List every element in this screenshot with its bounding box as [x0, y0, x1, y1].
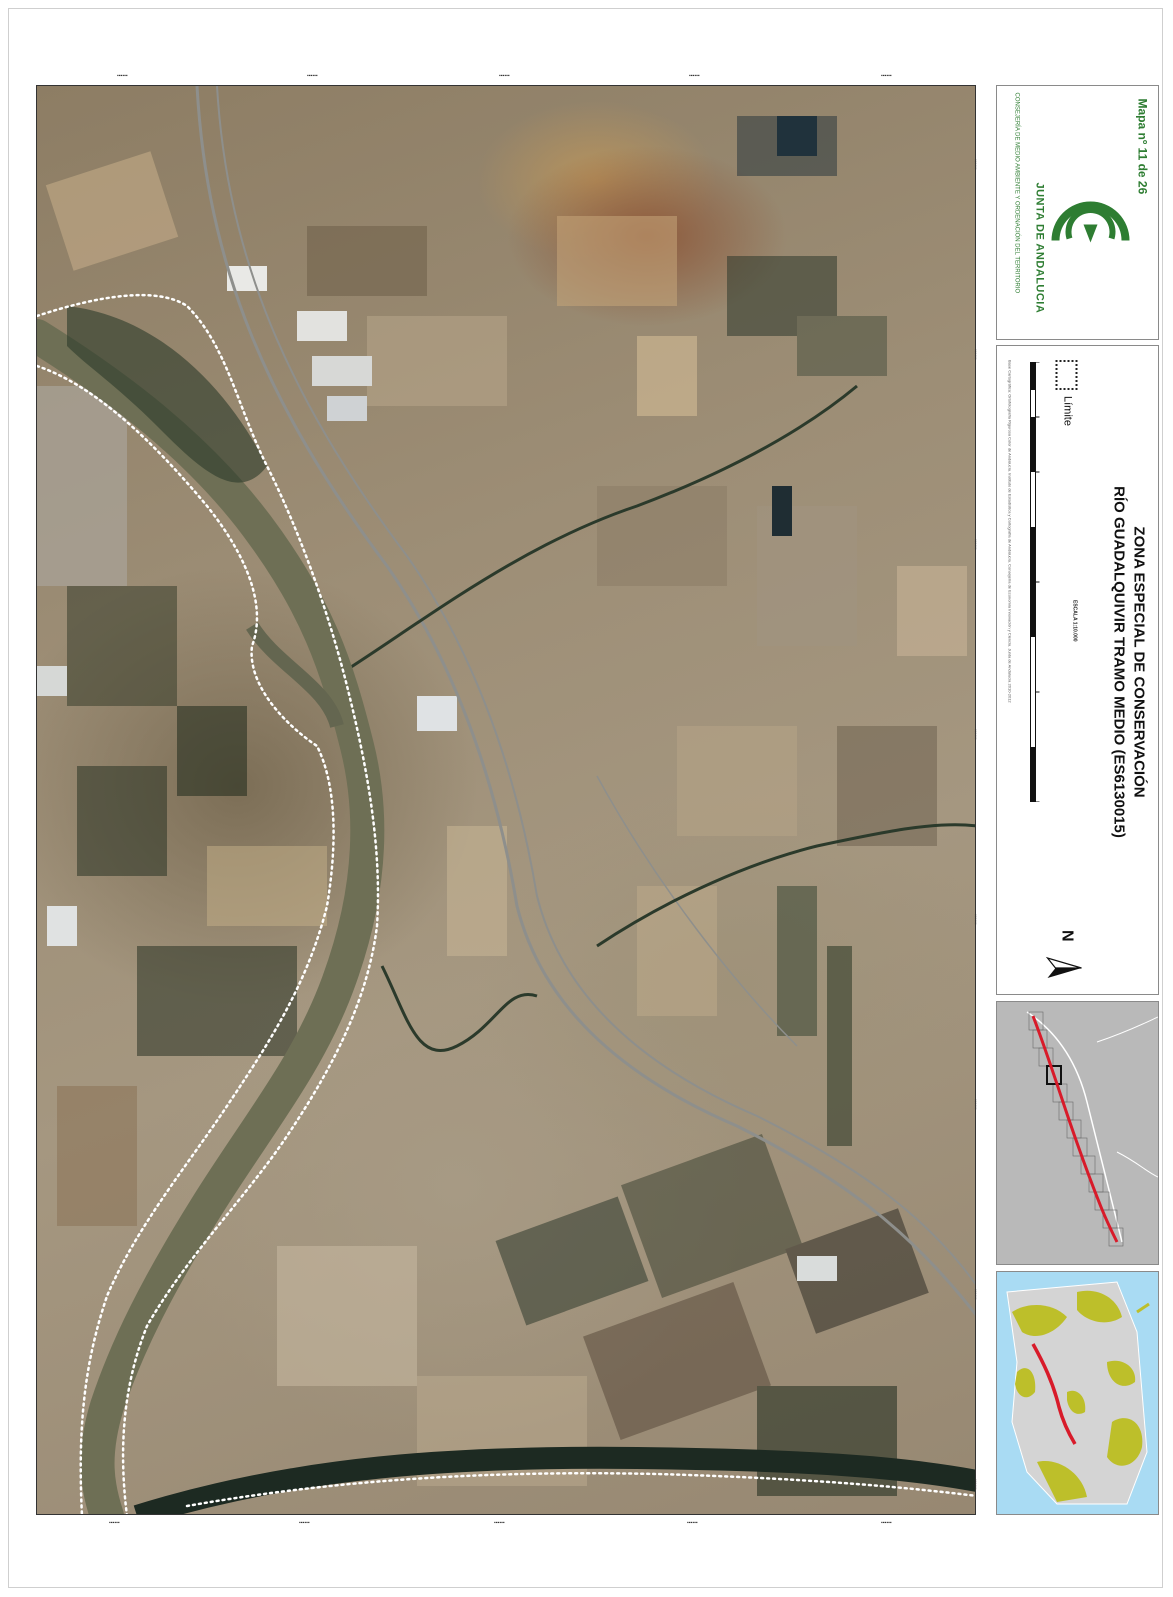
- logo-panel: Mapa nº 11 de 26 JUNTA DE ANDALUCIA CONS…: [996, 85, 1159, 340]
- protected-areas: [1012, 1290, 1143, 1502]
- river-branch: [246, 622, 344, 729]
- boundary-legend-symbol: [1055, 360, 1077, 390]
- built-up-areas: [37, 116, 837, 1281]
- map-sheet: ▪▪▪▪▪▪ ▪▪▪▪▪▪ ▪▪▪▪▪▪ ▪▪▪▪▪▪ ▪▪▪▪▪▪ ▪▪▪▪▪…: [8, 8, 1163, 1588]
- field-parcels: [45, 116, 967, 1496]
- map-title: ZONA ESPECIAL DE CONSERVACIÓN: [1130, 526, 1147, 798]
- current-sheet-marker: [1046, 1065, 1062, 1085]
- index-map-panel[interactable]: [996, 1001, 1159, 1265]
- north-label: N: [1058, 930, 1075, 942]
- map-subtitle: RÍO GUADALQUIVIR TRAMO MEDIO (ES6130015): [1110, 486, 1127, 838]
- lower-river: [133, 1446, 975, 1514]
- boundary-legend-label: Límite: [1061, 396, 1073, 426]
- map-sheet-number: Mapa nº 11 de 26: [1135, 98, 1149, 194]
- north-arrow-icon: [1045, 956, 1082, 978]
- title-legend-panel: ZONA ESPECIAL DE CONSERVACIÓN RÍO GUADAL…: [996, 345, 1159, 995]
- riparian-vegetation: [67, 306, 267, 483]
- scale-label: ESCALA 1:10.000: [1071, 600, 1077, 642]
- streams: [336, 384, 975, 1053]
- map-overlay: [37, 86, 975, 1514]
- regional-map: [997, 1272, 1158, 1514]
- index-route: [1031, 1015, 1119, 1243]
- river: [37, 319, 385, 1514]
- satellite-map[interactable]: [36, 85, 976, 1515]
- regional-route: [1031, 1343, 1077, 1445]
- scale-bar: [1029, 362, 1039, 802]
- organization-department: CONSEJERÍA DE MEDIO AMBIENTE Y ORDENACIÓ…: [1013, 92, 1019, 293]
- junta-andalucia-logo-icon: [1051, 201, 1129, 242]
- organization-name: JUNTA DE ANDALUCIA: [1033, 182, 1045, 313]
- cartographic-credits: Base Cartográfica: Ortofotografía Riguro…: [1007, 360, 1012, 703]
- index-map: [997, 1002, 1158, 1264]
- roads: [195, 86, 975, 1316]
- zec-boundary: [37, 293, 975, 1514]
- regional-map-panel[interactable]: [996, 1271, 1159, 1515]
